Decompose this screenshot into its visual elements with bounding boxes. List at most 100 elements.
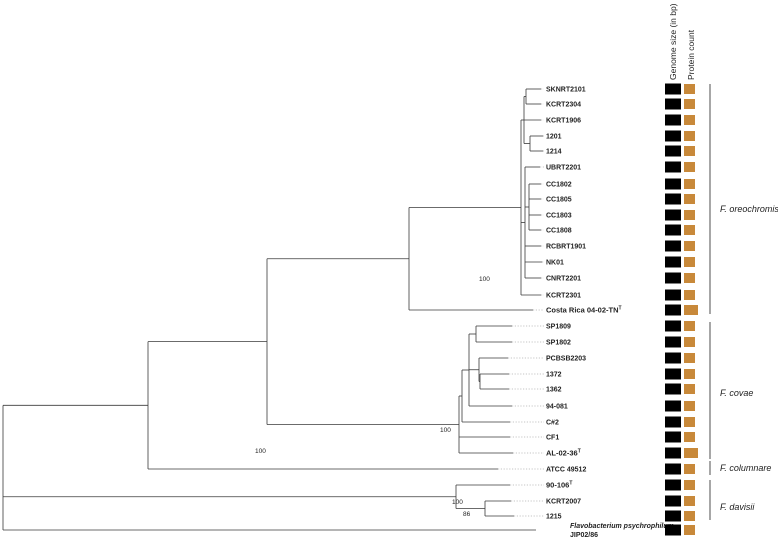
tip-label-1201: 1201 bbox=[546, 134, 562, 141]
protein-bar bbox=[684, 131, 695, 141]
header-genome-size: Genome size (in bp) bbox=[668, 3, 678, 80]
protein-bar bbox=[684, 321, 695, 331]
protein-bar bbox=[684, 273, 695, 283]
protein-bar bbox=[684, 369, 695, 379]
tip-label-FP: Flavobacterium psychrophilum bbox=[570, 523, 674, 530]
tip-label-1362: 1362 bbox=[546, 387, 562, 394]
genome-bar bbox=[665, 510, 681, 522]
tip-label-1214: 1214 bbox=[546, 149, 562, 156]
tip-label-1372: 1372 bbox=[546, 372, 562, 379]
genome-bar bbox=[665, 320, 681, 332]
protein-bar bbox=[684, 511, 695, 521]
tip-label-CC1805: CC1805 bbox=[546, 197, 572, 204]
genome-bar bbox=[665, 463, 681, 475]
tip-label-1215: 1215 bbox=[546, 514, 562, 521]
protein-bar bbox=[684, 384, 695, 394]
protein-bar bbox=[684, 225, 695, 235]
genome-bar bbox=[665, 145, 681, 157]
tip-label-SP1809: SP1809 bbox=[546, 324, 571, 331]
tip-label-CC1802: CC1802 bbox=[546, 182, 572, 189]
tip-label-KCRT2007: KCRT2007 bbox=[546, 499, 581, 506]
genome-bar bbox=[665, 383, 681, 395]
tip-label-KCRT2304: KCRT2304 bbox=[546, 102, 581, 109]
tree-branches bbox=[2, 88, 544, 531]
tip-label-AL: AL-02-36T bbox=[546, 449, 581, 458]
trait-bars bbox=[665, 83, 698, 536]
protein-bar bbox=[684, 194, 695, 204]
protein-bar bbox=[684, 480, 695, 490]
protein-bar bbox=[684, 257, 695, 267]
protein-bar bbox=[684, 432, 695, 442]
genome-bar bbox=[665, 178, 681, 190]
tip-label-KCRT2301: KCRT2301 bbox=[546, 293, 581, 300]
genome-bar bbox=[665, 495, 681, 507]
genome-bar bbox=[665, 368, 681, 380]
protein-bar bbox=[684, 241, 695, 251]
genome-bar bbox=[665, 240, 681, 252]
protein-bar bbox=[684, 146, 695, 156]
genome-bar bbox=[665, 524, 681, 536]
protein-bar bbox=[684, 179, 695, 189]
bootstrap-davisii: 100 bbox=[452, 499, 463, 506]
clade-label-oreochromis: F. oreochromis bbox=[720, 204, 778, 214]
protein-bar bbox=[684, 337, 695, 347]
bootstrap-davisii-inner: 86 bbox=[463, 511, 471, 518]
genome-bar bbox=[665, 83, 681, 95]
genome-bar bbox=[665, 130, 681, 142]
protein-bar bbox=[684, 84, 695, 94]
clade-label-davisii: F. davisii bbox=[720, 502, 755, 512]
bootstrap-covae-columnare: 100 bbox=[255, 448, 266, 455]
genome-bar bbox=[665, 304, 681, 316]
tip-label-NK01: NK01 bbox=[546, 260, 564, 267]
clade-label-columnare: F. columnare bbox=[720, 463, 771, 473]
protein-bar bbox=[684, 210, 695, 220]
genome-bar bbox=[665, 431, 681, 443]
tip-label-UBRT2201: UBRT2201 bbox=[546, 165, 581, 172]
genome-bar bbox=[665, 352, 681, 364]
genome-bar bbox=[665, 416, 681, 428]
protein-bar bbox=[684, 496, 695, 506]
tip-label-CC1808: CC1808 bbox=[546, 228, 572, 235]
tip-label2-FP: JIP02/86 bbox=[570, 532, 598, 539]
protein-bar bbox=[684, 448, 698, 458]
tip-label-CC1803: CC1803 bbox=[546, 213, 572, 220]
genome-bar bbox=[665, 400, 681, 412]
genome-bar bbox=[665, 209, 681, 221]
genome-bar bbox=[665, 161, 681, 173]
genome-bar bbox=[665, 114, 681, 126]
tip-label-PCBSB2203: PCBSB2203 bbox=[546, 356, 586, 363]
protein-bar bbox=[684, 162, 695, 172]
bootstrap-covae: 100 bbox=[440, 427, 451, 434]
tip-label-94081: 94-081 bbox=[546, 404, 568, 411]
clade-label-covae: F. covae bbox=[720, 388, 753, 398]
genome-bar bbox=[665, 256, 681, 268]
tip-label-CNRT2201: CNRT2201 bbox=[546, 276, 581, 283]
tip-label-SKNRT2101: SKNRT2101 bbox=[546, 87, 586, 94]
tip-label-KCRT1906: KCRT1906 bbox=[546, 118, 581, 125]
tip-label-CR: Costa Rica 04-02-TNT bbox=[546, 306, 622, 315]
bootstrap-oreochromis: 100 bbox=[479, 276, 490, 283]
genome-bar bbox=[665, 272, 681, 284]
tip-label-ATCC: ATCC 49512 bbox=[546, 467, 586, 474]
genome-bar bbox=[665, 479, 681, 491]
genome-bar bbox=[665, 193, 681, 205]
tip-label-CF1: CF1 bbox=[546, 435, 559, 442]
header-protein-count: Protein count bbox=[686, 29, 696, 80]
tip-label-C2: C#2 bbox=[546, 420, 559, 427]
protein-bar bbox=[684, 305, 698, 315]
genome-bar bbox=[665, 447, 681, 459]
protein-bar bbox=[684, 115, 695, 125]
tip-label-SP1802: SP1802 bbox=[546, 340, 571, 347]
genome-bar bbox=[665, 336, 681, 348]
tip-label-90106: 90-106T bbox=[546, 481, 572, 490]
protein-bar bbox=[684, 464, 695, 474]
tip-label-RCBRT1901: RCBRT1901 bbox=[546, 244, 586, 251]
protein-bar bbox=[684, 99, 695, 109]
protein-bar bbox=[684, 417, 695, 427]
genome-bar bbox=[665, 98, 681, 110]
genome-bar bbox=[665, 289, 681, 301]
protein-bar bbox=[684, 353, 695, 363]
protein-bar bbox=[684, 525, 695, 535]
